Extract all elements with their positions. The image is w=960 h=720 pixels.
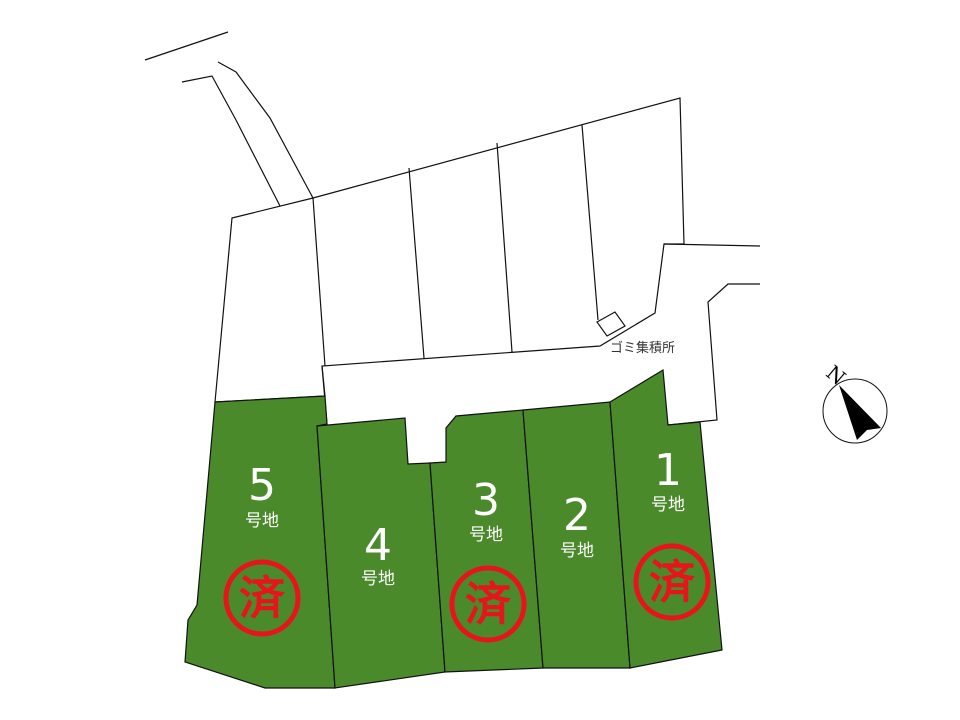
svg-text:済: 済 <box>649 555 696 609</box>
lot-3-suffix: 号地 <box>469 525 503 545</box>
lot-5[interactable] <box>184 395 336 689</box>
lot-1-number: 1 <box>654 445 682 496</box>
lot-1[interactable] <box>609 368 723 669</box>
lot-3-number: 3 <box>472 475 500 526</box>
svg-text:済: 済 <box>239 571 286 625</box>
svg-text:済: 済 <box>465 577 512 631</box>
sold-stamp-lot-1: 済 <box>633 543 711 621</box>
surrounding-parcels <box>214 97 761 426</box>
garbage-station-label: ゴミ集積所 <box>610 340 675 356</box>
lot-5-number: 5 <box>248 460 276 511</box>
lot-1-suffix: 号地 <box>651 495 685 515</box>
lot-2-number: 2 <box>563 490 591 541</box>
north-compass-icon: N <box>822 360 888 444</box>
lot-3[interactable] <box>429 409 544 673</box>
lot-4-suffix: 号地 <box>361 569 395 589</box>
lot-5-suffix: 号地 <box>245 511 279 531</box>
sold-stamp-lot-3: 済 <box>449 565 527 643</box>
lot-4-number: 4 <box>364 520 392 571</box>
sold-stamp-lot-5: 済 <box>223 559 301 637</box>
lot-2-suffix: 号地 <box>560 541 594 561</box>
access-road <box>144 31 314 207</box>
garbage-box <box>596 311 626 337</box>
